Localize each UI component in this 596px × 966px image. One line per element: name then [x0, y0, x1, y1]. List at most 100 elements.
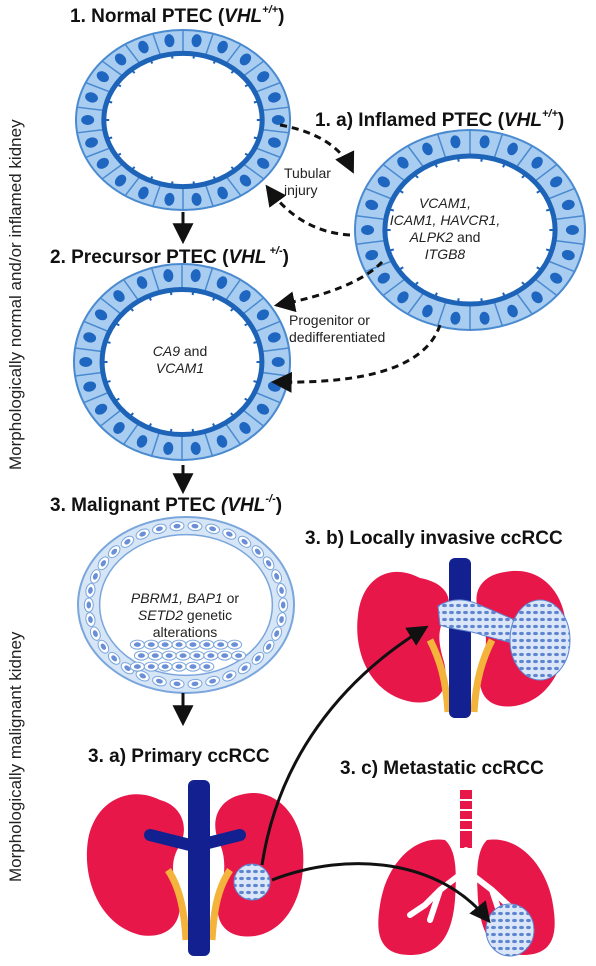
cell-nucleus	[507, 304, 518, 318]
cell-nucleus	[83, 332, 97, 343]
cell-boundary	[224, 279, 242, 302]
cell-nucleus	[114, 53, 127, 66]
cell-nucleus	[265, 643, 272, 650]
arrow-primary-to-invasive	[260, 625, 429, 866]
cell-nucleus	[85, 137, 98, 148]
brush-border	[192, 53, 196, 59]
cell-nucleus	[79, 357, 93, 367]
cell-nucleus	[254, 655, 261, 662]
cell-nucleus	[139, 673, 146, 679]
cell-nucleus	[191, 681, 199, 687]
cell-boundary	[493, 133, 504, 160]
cell-boundary	[254, 81, 281, 94]
cell-nucleus	[155, 526, 163, 532]
brush-border	[147, 423, 152, 429]
brush-border	[115, 152, 122, 157]
cell-nucleus	[268, 137, 281, 148]
cell-nucleus	[397, 156, 409, 169]
brush-border	[253, 380, 259, 384]
cell-nucleus	[111, 655, 118, 662]
brush-border	[413, 281, 419, 287]
brush-border	[545, 208, 552, 212]
brush-border	[413, 173, 419, 179]
brush-border	[388, 208, 395, 212]
cell-boundary	[225, 175, 242, 197]
brush-border	[244, 397, 250, 403]
cell-boundary	[554, 215, 584, 221]
cell-nucleus	[377, 176, 390, 188]
malignant-ptec-tubule	[77, 516, 295, 694]
brush-border	[170, 181, 174, 187]
vena-cava	[449, 558, 471, 718]
cell-nucleus	[207, 653, 215, 658]
brush-border	[212, 295, 217, 301]
cell-nucleus	[209, 526, 217, 532]
cell-nucleus	[193, 653, 201, 658]
cell-nucleus	[365, 199, 379, 211]
cell-boundary	[533, 163, 558, 183]
left-kidney	[86, 794, 184, 936]
arrow-normal-to-inflamed	[279, 123, 355, 174]
cell-boundary	[241, 297, 265, 316]
cell-nucleus	[507, 142, 518, 156]
cell-nucleus	[92, 630, 98, 637]
brush-border	[169, 290, 173, 296]
cell-boundary	[76, 128, 105, 134]
cell-nucleus	[271, 115, 285, 125]
cell-nucleus	[217, 186, 228, 200]
stage-label-precursor: 2. Precursor PTEC (VHL +/-)	[50, 245, 289, 269]
cell-nucleus	[241, 539, 248, 545]
right-kidney	[215, 793, 304, 937]
brush-border	[106, 136, 113, 140]
cell-boundary	[547, 187, 575, 200]
side-label-top: Morphologically normal and/or inflamed k…	[6, 119, 25, 470]
brush-border	[253, 136, 260, 140]
cell-boundary	[99, 408, 123, 427]
cell-nucleus	[190, 441, 201, 455]
renal-vein-right	[202, 829, 246, 849]
bronchi	[407, 847, 525, 923]
cell-boundary	[101, 163, 124, 180]
cell-boundary	[254, 146, 281, 159]
cell-boundary	[365, 187, 393, 200]
brush-border	[230, 306, 236, 312]
brush-border	[397, 266, 404, 271]
brush-border	[521, 173, 527, 179]
brush-border	[147, 295, 152, 301]
cell-boundary	[261, 128, 290, 134]
cell-nucleus	[189, 664, 197, 669]
cell-nucleus	[561, 249, 575, 261]
cell-boundary	[204, 33, 214, 57]
cell-nucleus	[531, 156, 543, 169]
cell-nucleus	[274, 630, 280, 637]
cell-nucleus	[113, 422, 125, 434]
cell-nucleus	[175, 642, 183, 647]
cell-nucleus	[92, 573, 98, 580]
invasive-tumor	[509, 599, 571, 681]
cell-boundary	[356, 239, 386, 245]
cell-boundary	[554, 239, 584, 245]
cell-boundary	[242, 163, 265, 180]
brush-border	[130, 166, 136, 172]
cell-boundary	[75, 347, 103, 353]
side-label-bottom: Morphologically malignant kidney	[6, 631, 25, 882]
cell-nucleus	[450, 135, 461, 149]
brush-border	[536, 189, 543, 194]
cell-boundary	[254, 391, 281, 404]
cell-boundary	[203, 431, 214, 457]
cell-nucleus	[94, 403, 108, 415]
brush-border	[105, 340, 111, 344]
malignant-markers: PBRM1, BAP1 or SETD2 genetic alterations	[130, 590, 240, 640]
normal-ptec-tubule	[75, 29, 291, 211]
stage-label-invasive: 3. b) Locally invasive ccRCC	[305, 528, 563, 549]
cell-nucleus	[133, 664, 141, 669]
brush-border	[433, 162, 438, 168]
cell-nucleus	[279, 586, 284, 594]
cell-nucleus	[88, 616, 93, 624]
stage-label-malignant: 3. Malignant PTEC (VHL-/-)	[50, 493, 283, 517]
cell-nucleus	[155, 678, 163, 684]
cell-nucleus	[96, 71, 109, 83]
cell-nucleus	[226, 531, 233, 537]
brush-border	[536, 266, 543, 271]
